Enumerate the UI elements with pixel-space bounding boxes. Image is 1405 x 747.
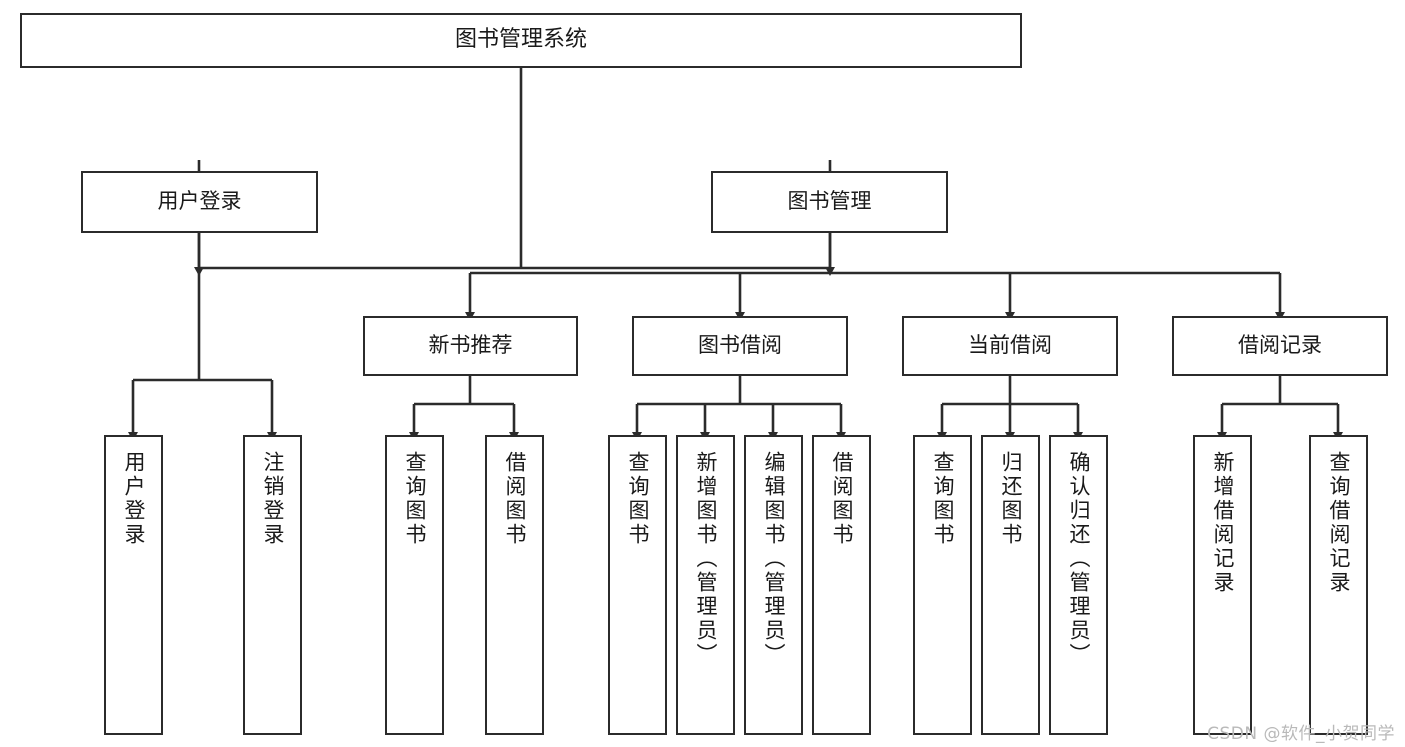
node-root-label: 图书管理系统	[454, 27, 587, 53]
node-leaf-user-login[interactable]: 用户登录	[104, 435, 163, 735]
node-leaf-confirm-return-label: 确认归还（管理员）	[1067, 451, 1091, 667]
node-current-borrow-label: 当前借阅	[968, 333, 1052, 358]
node-leaf-return-book-label: 归还图书	[999, 451, 1023, 547]
node-root[interactable]: 图书管理系统	[20, 13, 1022, 68]
node-leaf-return-book[interactable]: 归还图书	[981, 435, 1040, 735]
node-leaf-query-book-3-label: 查询图书	[931, 451, 955, 547]
node-leaf-add-book-label: 新增图书（管理员）	[694, 451, 718, 667]
node-new-book-rec[interactable]: 新书推荐	[363, 316, 578, 376]
node-leaf-logout-login[interactable]: 注销登录	[243, 435, 302, 735]
node-leaf-query-record-label: 查询借阅记录	[1327, 451, 1351, 595]
node-leaf-query-book-1-label: 查询图书	[403, 451, 427, 547]
node-leaf-add-record[interactable]: 新增借阅记录	[1193, 435, 1252, 735]
node-current-borrow[interactable]: 当前借阅	[902, 316, 1118, 376]
node-leaf-logout-login-label: 注销登录	[261, 451, 285, 547]
node-leaf-query-book-2[interactable]: 查询图书	[608, 435, 667, 735]
node-leaf-borrow-book-1[interactable]: 借阅图书	[485, 435, 544, 735]
node-leaf-borrow-book-2-label: 借阅图书	[830, 451, 854, 547]
node-book-borrow-label: 图书借阅	[698, 333, 782, 358]
node-user-login-label: 用户登录	[157, 189, 242, 214]
node-leaf-edit-book[interactable]: 编辑图书（管理员）	[744, 435, 803, 735]
node-leaf-borrow-book-2[interactable]: 借阅图书	[812, 435, 871, 735]
node-leaf-user-login-label: 用户登录	[122, 451, 146, 547]
node-book-manage[interactable]: 图书管理	[711, 171, 948, 233]
node-leaf-query-book-2-label: 查询图书	[626, 451, 650, 547]
node-leaf-add-book[interactable]: 新增图书（管理员）	[676, 435, 735, 735]
node-leaf-confirm-return[interactable]: 确认归还（管理员）	[1049, 435, 1108, 735]
node-borrow-record-label: 借阅记录	[1238, 333, 1322, 358]
node-book-manage-label: 图书管理	[787, 189, 872, 214]
node-borrow-record[interactable]: 借阅记录	[1172, 316, 1388, 376]
node-leaf-query-book-3[interactable]: 查询图书	[913, 435, 972, 735]
node-new-book-rec-label: 新书推荐	[428, 333, 513, 358]
node-user-login[interactable]: 用户登录	[81, 171, 318, 233]
node-leaf-query-book-1[interactable]: 查询图书	[385, 435, 444, 735]
node-leaf-borrow-book-1-label: 借阅图书	[503, 451, 527, 547]
node-leaf-query-record[interactable]: 查询借阅记录	[1309, 435, 1368, 735]
node-leaf-add-record-label: 新增借阅记录	[1211, 451, 1235, 595]
node-leaf-edit-book-label: 编辑图书（管理员）	[762, 451, 786, 667]
csdn-watermark: CSDN @软件_小贺同学	[1207, 724, 1395, 744]
node-book-borrow[interactable]: 图书借阅	[632, 316, 848, 376]
